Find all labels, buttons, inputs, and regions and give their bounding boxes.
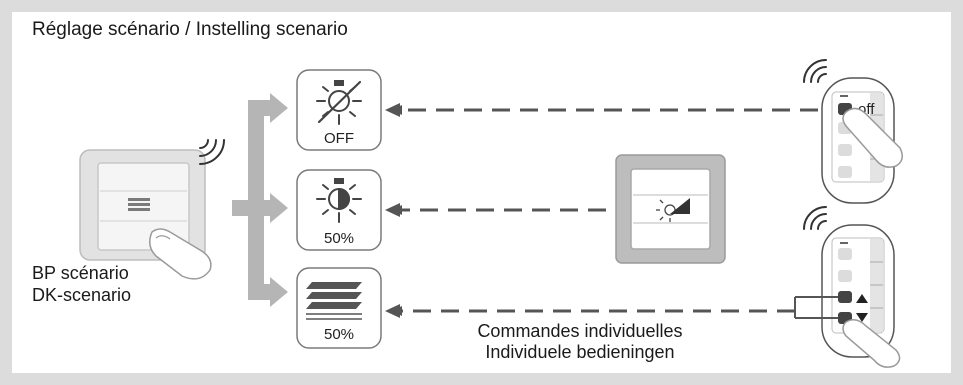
individual-caption-fr: Commandes individuelles: [477, 321, 683, 341]
dashed-arrows: [392, 105, 818, 316]
remote-bottom-wireless-icon: [803, 206, 827, 230]
scenario-wall-switch: [79, 139, 225, 280]
branch-arrows: [232, 93, 288, 307]
light-off-label: OFF: [324, 130, 354, 147]
source-label-fr: BP scénario: [32, 263, 129, 283]
dimmer-switch: [615, 154, 726, 264]
source-label-nl: DK-scenario: [32, 285, 132, 305]
shutter-box: 50%: [296, 267, 382, 349]
switch-wireless-waves-icon: [199, 139, 225, 165]
dimmer-ramp-icon: [670, 198, 690, 214]
remote-bottom-up-arrow-icon: [856, 294, 868, 303]
light-dim-box: 50%: [296, 169, 382, 251]
light-off-box: OFF: [296, 69, 382, 151]
shutter-label: 50%: [324, 326, 354, 343]
light-dim-label: 50%: [324, 230, 354, 247]
remote-bottom-up-button: [838, 291, 852, 303]
light-dim-icon: [316, 178, 362, 223]
hand-press-icon: [149, 228, 212, 280]
remote-top: off: [803, 59, 903, 204]
remote-top-wireless-icon: [803, 59, 827, 83]
remote-top-finger-icon: [842, 107, 903, 168]
individual-caption-nl: Individuele bedieningen: [485, 342, 675, 362]
remote-bottom-down-arrow-icon: [856, 313, 868, 322]
diagram-title: Réglage scénario / Instelling scenario: [32, 19, 348, 40]
scenario-shutter-mini-icon: [128, 198, 150, 211]
shutter-icon: [306, 282, 362, 320]
remote-bottom-finger-icon: [842, 319, 901, 368]
light-off-icon: [316, 80, 362, 125]
remote-bottom: [794, 206, 901, 368]
